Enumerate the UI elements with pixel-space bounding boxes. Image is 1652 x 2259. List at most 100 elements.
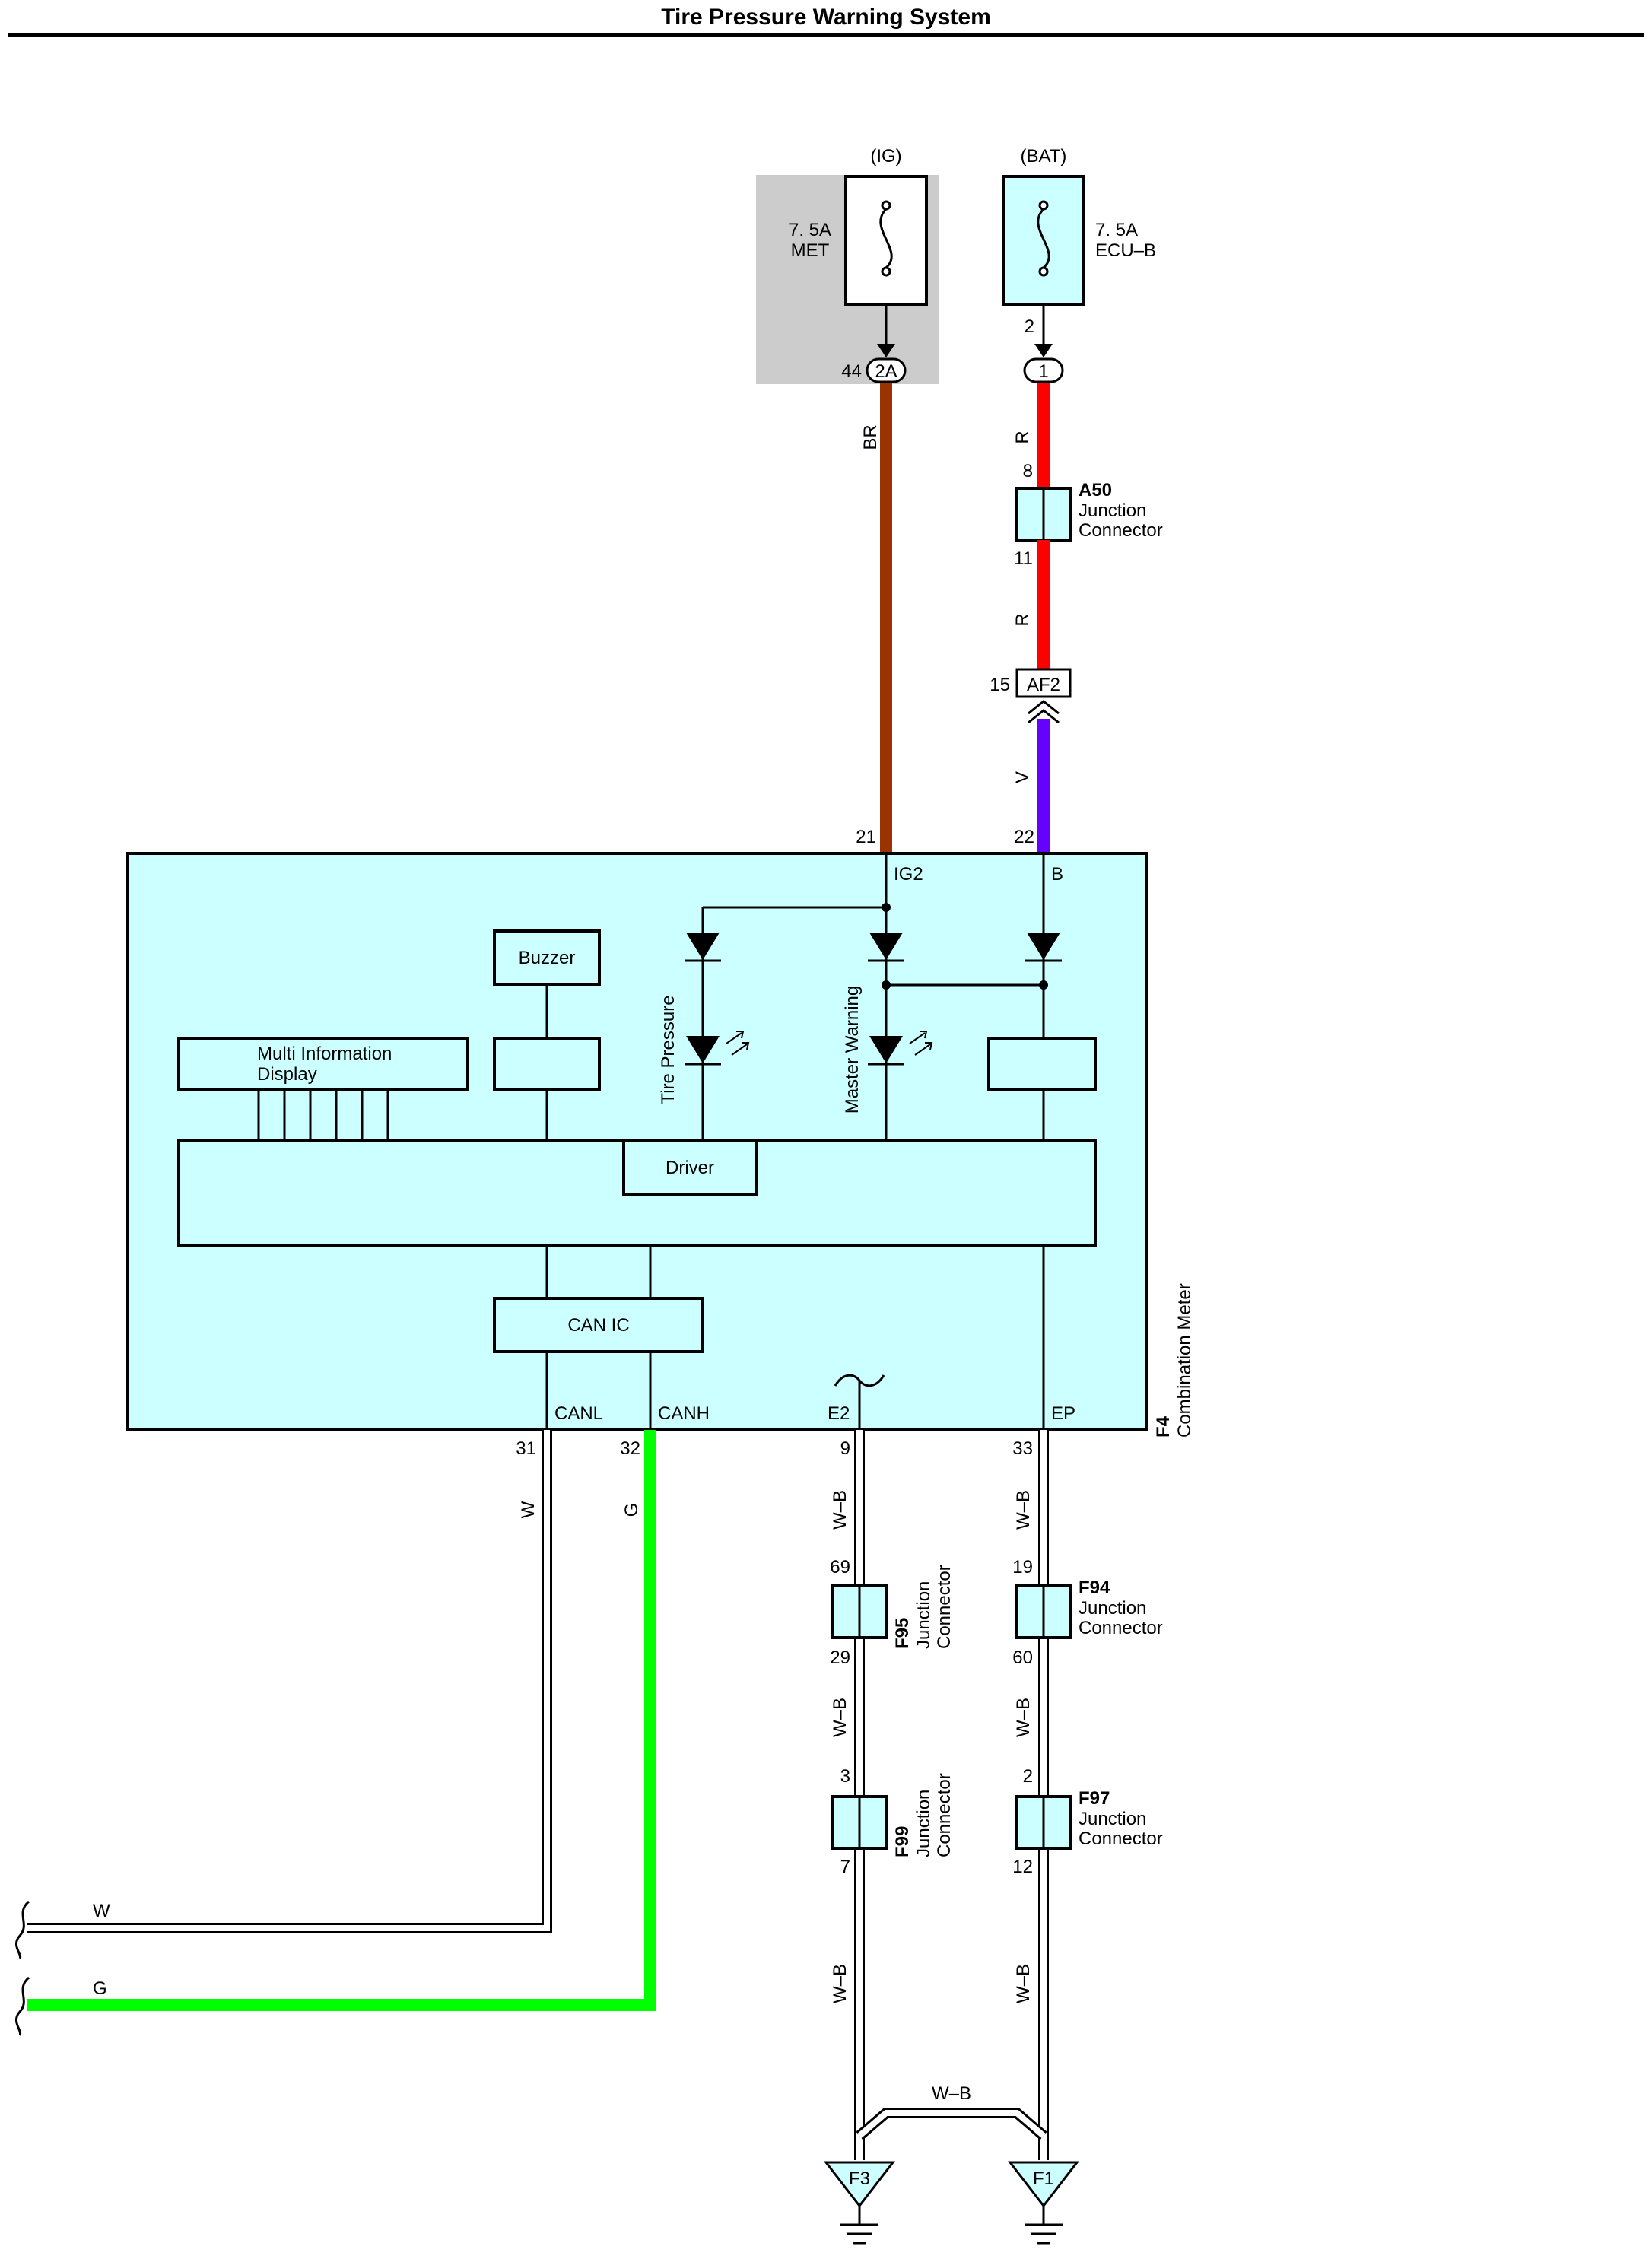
f95-id: F95 [892,1618,913,1649]
tire-pressure-label: Tire Pressure [658,995,678,1104]
wire-wb-bridge-label: W–B [932,2083,971,2104]
connector-1-label: 1 [1038,361,1048,382]
tire-pressure-diode-icon [685,933,721,962]
a50-pin-top: 8 [1023,461,1033,481]
wire-wb-e2-2-label: W–B [830,1698,850,1737]
f99-id: F99 [892,1826,913,1857]
f94-pin-bottom: 60 [1012,1647,1033,1668]
ig-source-label: (IG) [870,146,901,167]
wire-wb-ep-2-label: W–B [1013,1698,1034,1737]
bat-source-label: (BAT) [1021,146,1067,167]
buzzer-driver-block [493,1037,601,1091]
ig2-node [882,903,891,912]
f95-line1: Junction [913,1581,934,1649]
driver-block [622,1139,758,1196]
connector-1 [1023,357,1064,383]
f97-pin-bottom: 12 [1012,1857,1033,1877]
wire-r-upper-label: R [1012,431,1033,443]
f95-pin-top: 69 [830,1557,850,1577]
wire-w-left-label: W [93,1901,110,1921]
connector-1-pin: 2 [1025,316,1034,337]
pin-32: 32 [620,1438,640,1459]
pin-21: 21 [856,827,876,847]
pin-33: 33 [1012,1438,1033,1459]
pin-ig2-name: IG2 [894,864,923,885]
f97-line1: Junction [1079,1809,1146,1829]
pin-ep-name: EP [1051,1403,1075,1424]
wire-w-label: W [518,1501,538,1518]
connector-2a-label: 2A [875,361,897,382]
pin-31: 31 [516,1438,536,1459]
f94-line2: Connector [1079,1618,1163,1638]
pin-22: 22 [1014,827,1034,847]
wire-wb-ep-1-label: W–B [1013,1490,1034,1530]
f94-pin-top: 19 [1012,1557,1033,1577]
connector-2a-pin: 44 [841,361,862,382]
wire-w-break-icon [15,1900,30,1959]
pin-9: 9 [840,1438,850,1459]
f99-line1: Junction [913,1790,934,1857]
ground-f3-label: F3 [849,2168,870,2189]
master-warning-led-icon [868,1031,933,1066]
ground-f3-icon [823,2161,896,2245]
can-ic-label: CAN IC [567,1315,629,1336]
ground-f1-icon [1007,2161,1080,2245]
meter-name: Combination Meter [1174,1283,1195,1438]
pin-canh-name: CANH [658,1403,710,1424]
pin-e2-name: E2 [828,1403,850,1424]
b-sub-block [987,1037,1097,1091]
wire-wb-bridge [857,2110,1046,2139]
wire-w-outline [27,1430,552,1933]
met-fuse-icon [879,200,893,277]
wire-wb-e2-1-label: W–B [830,1490,850,1530]
f99-pin-bottom: 7 [840,1857,850,1877]
b-diode-icon [1025,933,1062,962]
f99-line2: Connector [934,1773,955,1857]
f97-pin-top: 2 [1023,1766,1033,1787]
mid-bus-lines [257,1090,389,1141]
meter-id: F4 [1153,1415,1174,1438]
page-title: Tire Pressure Warning System [661,5,991,30]
c2a-arrow [877,344,895,357]
met-fuse-rating: 7. 5A [789,220,831,240]
ecu-b-fuse-icon [1037,200,1050,277]
wire-g-left-label: G [93,1978,107,1999]
af2-chevron-icon [1028,700,1060,724]
connector-2a [866,357,907,383]
f99-pin-top: 3 [840,1766,850,1787]
can-ic-block [493,1297,704,1353]
f94-line1: Junction [1079,1598,1146,1619]
a50-line1: Junction [1079,500,1146,521]
ecu-b-fuse-name: ECU–B [1095,240,1156,261]
f97-id: F97 [1079,1788,1110,1809]
wire-w [27,1430,550,1931]
f95-pin-bottom: 29 [830,1647,850,1668]
f94-id: F94 [1079,1577,1110,1598]
connector-af2-pin: 15 [990,675,1010,695]
a50-pin-bottom: 11 [1014,548,1033,569]
connector-af2-label: AF2 [1027,675,1060,695]
pin-canl-name: CANL [554,1403,603,1424]
ground-f1-label: F1 [1033,2168,1054,2189]
wire-wb-e2-3-label: W–B [830,1964,850,2003]
driver-label: Driver [666,1158,714,1178]
join-node-left [882,980,891,990]
f95-line2: Connector [934,1565,955,1649]
master-warning-label: Master Warning [842,986,863,1114]
tire-pressure-led-icon [685,1031,750,1066]
wire-g-break-icon [15,1976,30,2036]
ecu-b-fuse-rating: 7. 5A [1095,220,1138,240]
join-node-right [1039,980,1048,990]
wire-wb-bridge-outline [856,2108,1047,2140]
master-warning-diode-icon [868,933,904,962]
wire-g-label: G [621,1503,642,1517]
wire-br-label: BR [860,424,881,450]
buzzer-block [493,929,601,986]
wire-wb-ep-3-label: W–B [1013,1964,1034,2003]
f97-line2: Connector [1079,1828,1163,1849]
wire-v-label: V [1012,771,1033,783]
buzzer-label: Buzzer [519,948,576,968]
wire-g [27,1430,656,2011]
c1-arrow [1034,344,1053,357]
